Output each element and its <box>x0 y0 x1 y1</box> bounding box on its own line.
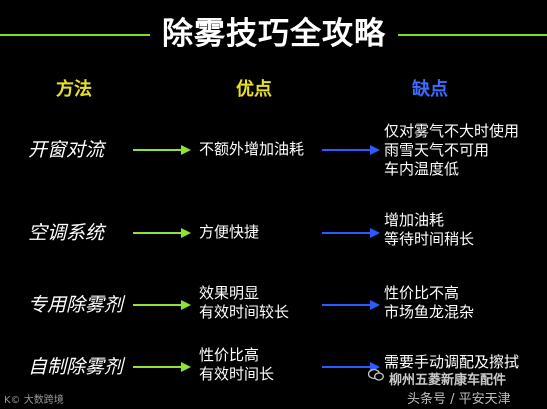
watermark-right-line1: 柳州五菱新康车配件 <box>389 373 507 388</box>
arrow-right-icon <box>133 145 191 155</box>
cons-text: 需要手动调配及擦拭 <box>384 353 520 371</box>
cons-text: 等待时间稍长 <box>384 230 475 248</box>
pros-text: 效果明显 <box>199 284 260 302</box>
title-divider-left <box>0 34 150 36</box>
arrow-right-icon <box>322 362 380 372</box>
column-header-method: 方法 <box>56 79 92 100</box>
cons-text: 车内温度低 <box>384 160 460 178</box>
method-label: 空调系统 <box>28 222 105 244</box>
method-label: 开窗对流 <box>28 139 105 161</box>
title-bar: 除雾技巧全攻略 <box>0 14 547 54</box>
arrow-right-icon <box>133 300 191 310</box>
wechat-icon <box>368 368 384 381</box>
page-title: 除雾技巧全攻略 <box>162 16 386 52</box>
cons-text: 增加油耗 <box>384 211 445 229</box>
watermark-right-line2: 头条号 / 平安天津 <box>407 392 511 407</box>
cons-text: 仅对雾气不大时使用 <box>384 122 520 140</box>
cons-text: 性价比不高 <box>384 284 460 302</box>
method-label: 专用除雾剂 <box>28 294 124 316</box>
cons-text: 市场鱼龙混杂 <box>384 303 475 321</box>
watermark-left: K© 大数跨境 <box>4 395 64 406</box>
arrow-right-icon <box>133 362 191 372</box>
arrow-right-icon <box>133 228 191 238</box>
cons-text: 雨雪天气不可用 <box>384 141 490 159</box>
pros-text: 有效时间较长 <box>199 303 290 321</box>
column-header-cons: 缺点 <box>412 79 448 100</box>
arrow-right-icon <box>322 300 380 310</box>
method-label: 自制除雾剂 <box>28 356 124 378</box>
pros-text: 不额外增加油耗 <box>199 140 305 158</box>
pros-text: 方便快捷 <box>199 223 260 241</box>
title-divider-right <box>398 34 547 36</box>
pros-text: 性价比高 <box>199 346 260 364</box>
arrow-right-icon <box>322 145 380 155</box>
arrow-right-icon <box>322 228 380 238</box>
pros-text: 有效时间长 <box>199 365 275 383</box>
column-header-pros: 优点 <box>236 79 272 100</box>
